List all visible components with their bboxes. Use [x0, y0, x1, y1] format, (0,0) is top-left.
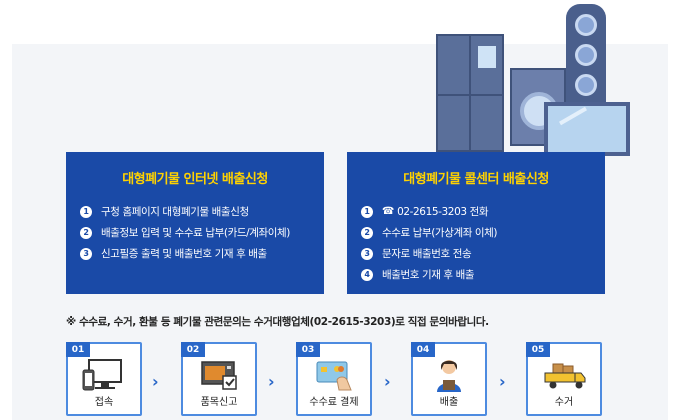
air-purifier-illustration: [566, 4, 606, 122]
chevron-right-icon: ›: [499, 372, 506, 391]
step-number: 05: [526, 342, 550, 357]
internet-card-title: 대형폐기물 인터넷 배출신청: [122, 172, 268, 187]
computer-phone-icon: [82, 359, 122, 391]
person-icon: [437, 360, 461, 392]
monitor-illustration: [544, 102, 630, 156]
step-label: 수거: [554, 397, 574, 408]
inquiry-notice: ※ 수수료, 수거, 환불 등 폐기물 관련문의는 수거대행업체(02-2615…: [66, 316, 489, 328]
step-label: 배출: [439, 397, 459, 408]
chevron-right-icon: ›: [384, 372, 391, 391]
step-fee-payment: 03 수수료 결제: [296, 342, 372, 416]
card-payment-icon: [316, 361, 352, 391]
phone-icon: ☎: [382, 206, 395, 217]
step-connect: 01 접속: [66, 342, 142, 416]
step-number: 02: [181, 342, 205, 357]
microwave-check-icon: [201, 361, 237, 390]
callcenter-card-title: 대형폐기물 콜센터 배출신청: [403, 172, 549, 187]
step-label: 품목신고: [200, 397, 238, 408]
list-item: 1☎02-2615-3203 전화: [361, 201, 605, 222]
chevron-right-icon: ›: [152, 372, 159, 391]
step-label: 접속: [94, 397, 114, 408]
chevron-right-icon: ›: [268, 372, 275, 391]
step-item-report: 02 품목신고: [181, 342, 257, 416]
step-collection: 05 수거: [526, 342, 602, 416]
step-label: 수수료 결제: [309, 397, 359, 408]
step-number: 03: [296, 342, 320, 357]
refrigerator-illustration: [436, 34, 504, 152]
step-number: 04: [411, 342, 435, 357]
truck-icon: [544, 363, 586, 389]
step-disposal: 04 배출: [411, 342, 487, 416]
step-number: 01: [66, 342, 90, 357]
